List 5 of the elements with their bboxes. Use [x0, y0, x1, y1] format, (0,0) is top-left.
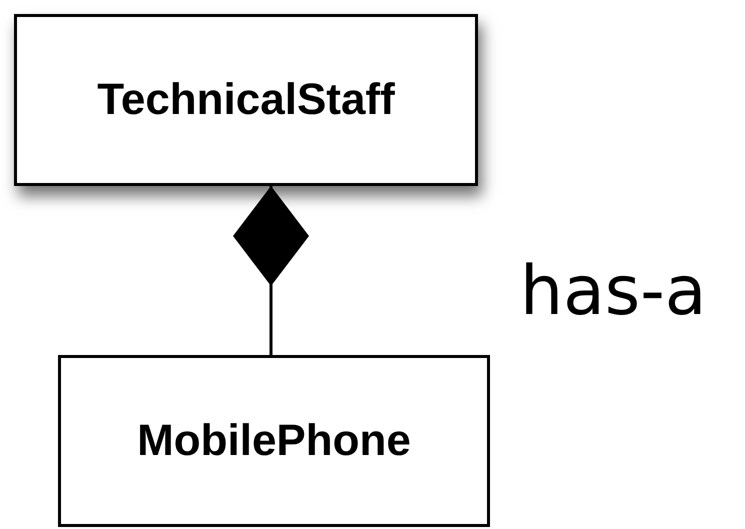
- class-name: MobilePhone: [137, 416, 411, 466]
- class-box: [58, 355, 490, 527]
- composition-connector: [233, 186, 309, 355]
- class-name: TechnicalStaff: [97, 75, 395, 125]
- class-box: [14, 14, 478, 186]
